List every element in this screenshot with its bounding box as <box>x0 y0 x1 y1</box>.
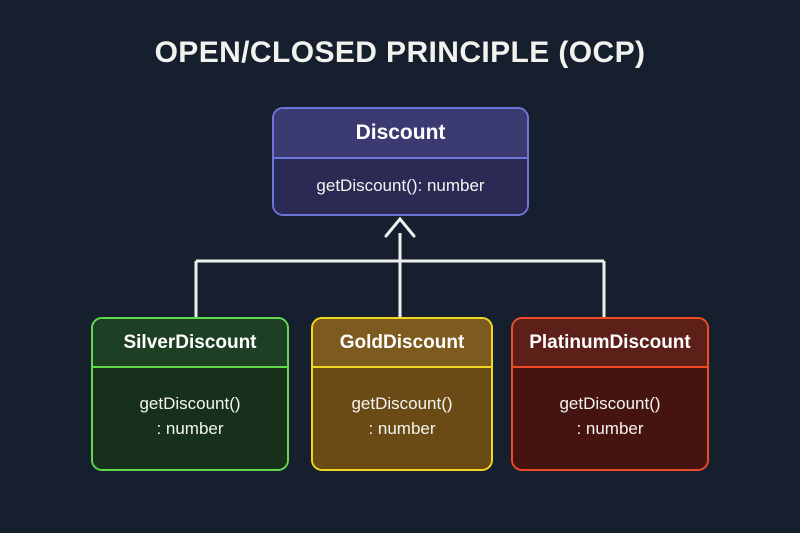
class-methods-platinumdiscount: getDiscount() : number <box>513 368 707 469</box>
class-box-platinumdiscount[interactable]: PlatinumDiscount getDiscount() : number <box>511 317 709 471</box>
method-get-discount-line1: getDiscount() <box>559 394 661 414</box>
class-box-silverdiscount[interactable]: SilverDiscount getDiscount() : number <box>91 317 289 471</box>
class-methods-discount: getDiscount(): number <box>274 159 527 214</box>
generalization-arrowhead-icon <box>384 216 416 238</box>
method-get-discount-line2: : number <box>368 418 436 438</box>
class-name-discount: Discount <box>274 109 527 159</box>
class-name-silverdiscount: SilverDiscount <box>93 319 287 368</box>
class-methods-golddiscount: getDiscount() : number <box>313 368 491 469</box>
method-get-discount-line1: getDiscount() <box>139 394 241 414</box>
class-name-platinumdiscount: PlatinumDiscount <box>513 319 707 368</box>
method-get-discount-line1: getDiscount() <box>351 394 453 414</box>
page-title: OPEN/CLOSED PRINCIPLE (OCP) <box>154 36 646 69</box>
method-get-discount: getDiscount(): number <box>316 176 485 196</box>
class-box-discount[interactable]: Discount getDiscount(): number <box>272 107 529 216</box>
method-get-discount-line2: : number <box>576 418 644 438</box>
class-box-golddiscount[interactable]: GoldDiscount getDiscount() : number <box>311 317 493 471</box>
method-get-discount-line2: : number <box>156 418 224 438</box>
class-name-golddiscount: GoldDiscount <box>313 319 491 368</box>
class-methods-silverdiscount: getDiscount() : number <box>93 368 287 469</box>
